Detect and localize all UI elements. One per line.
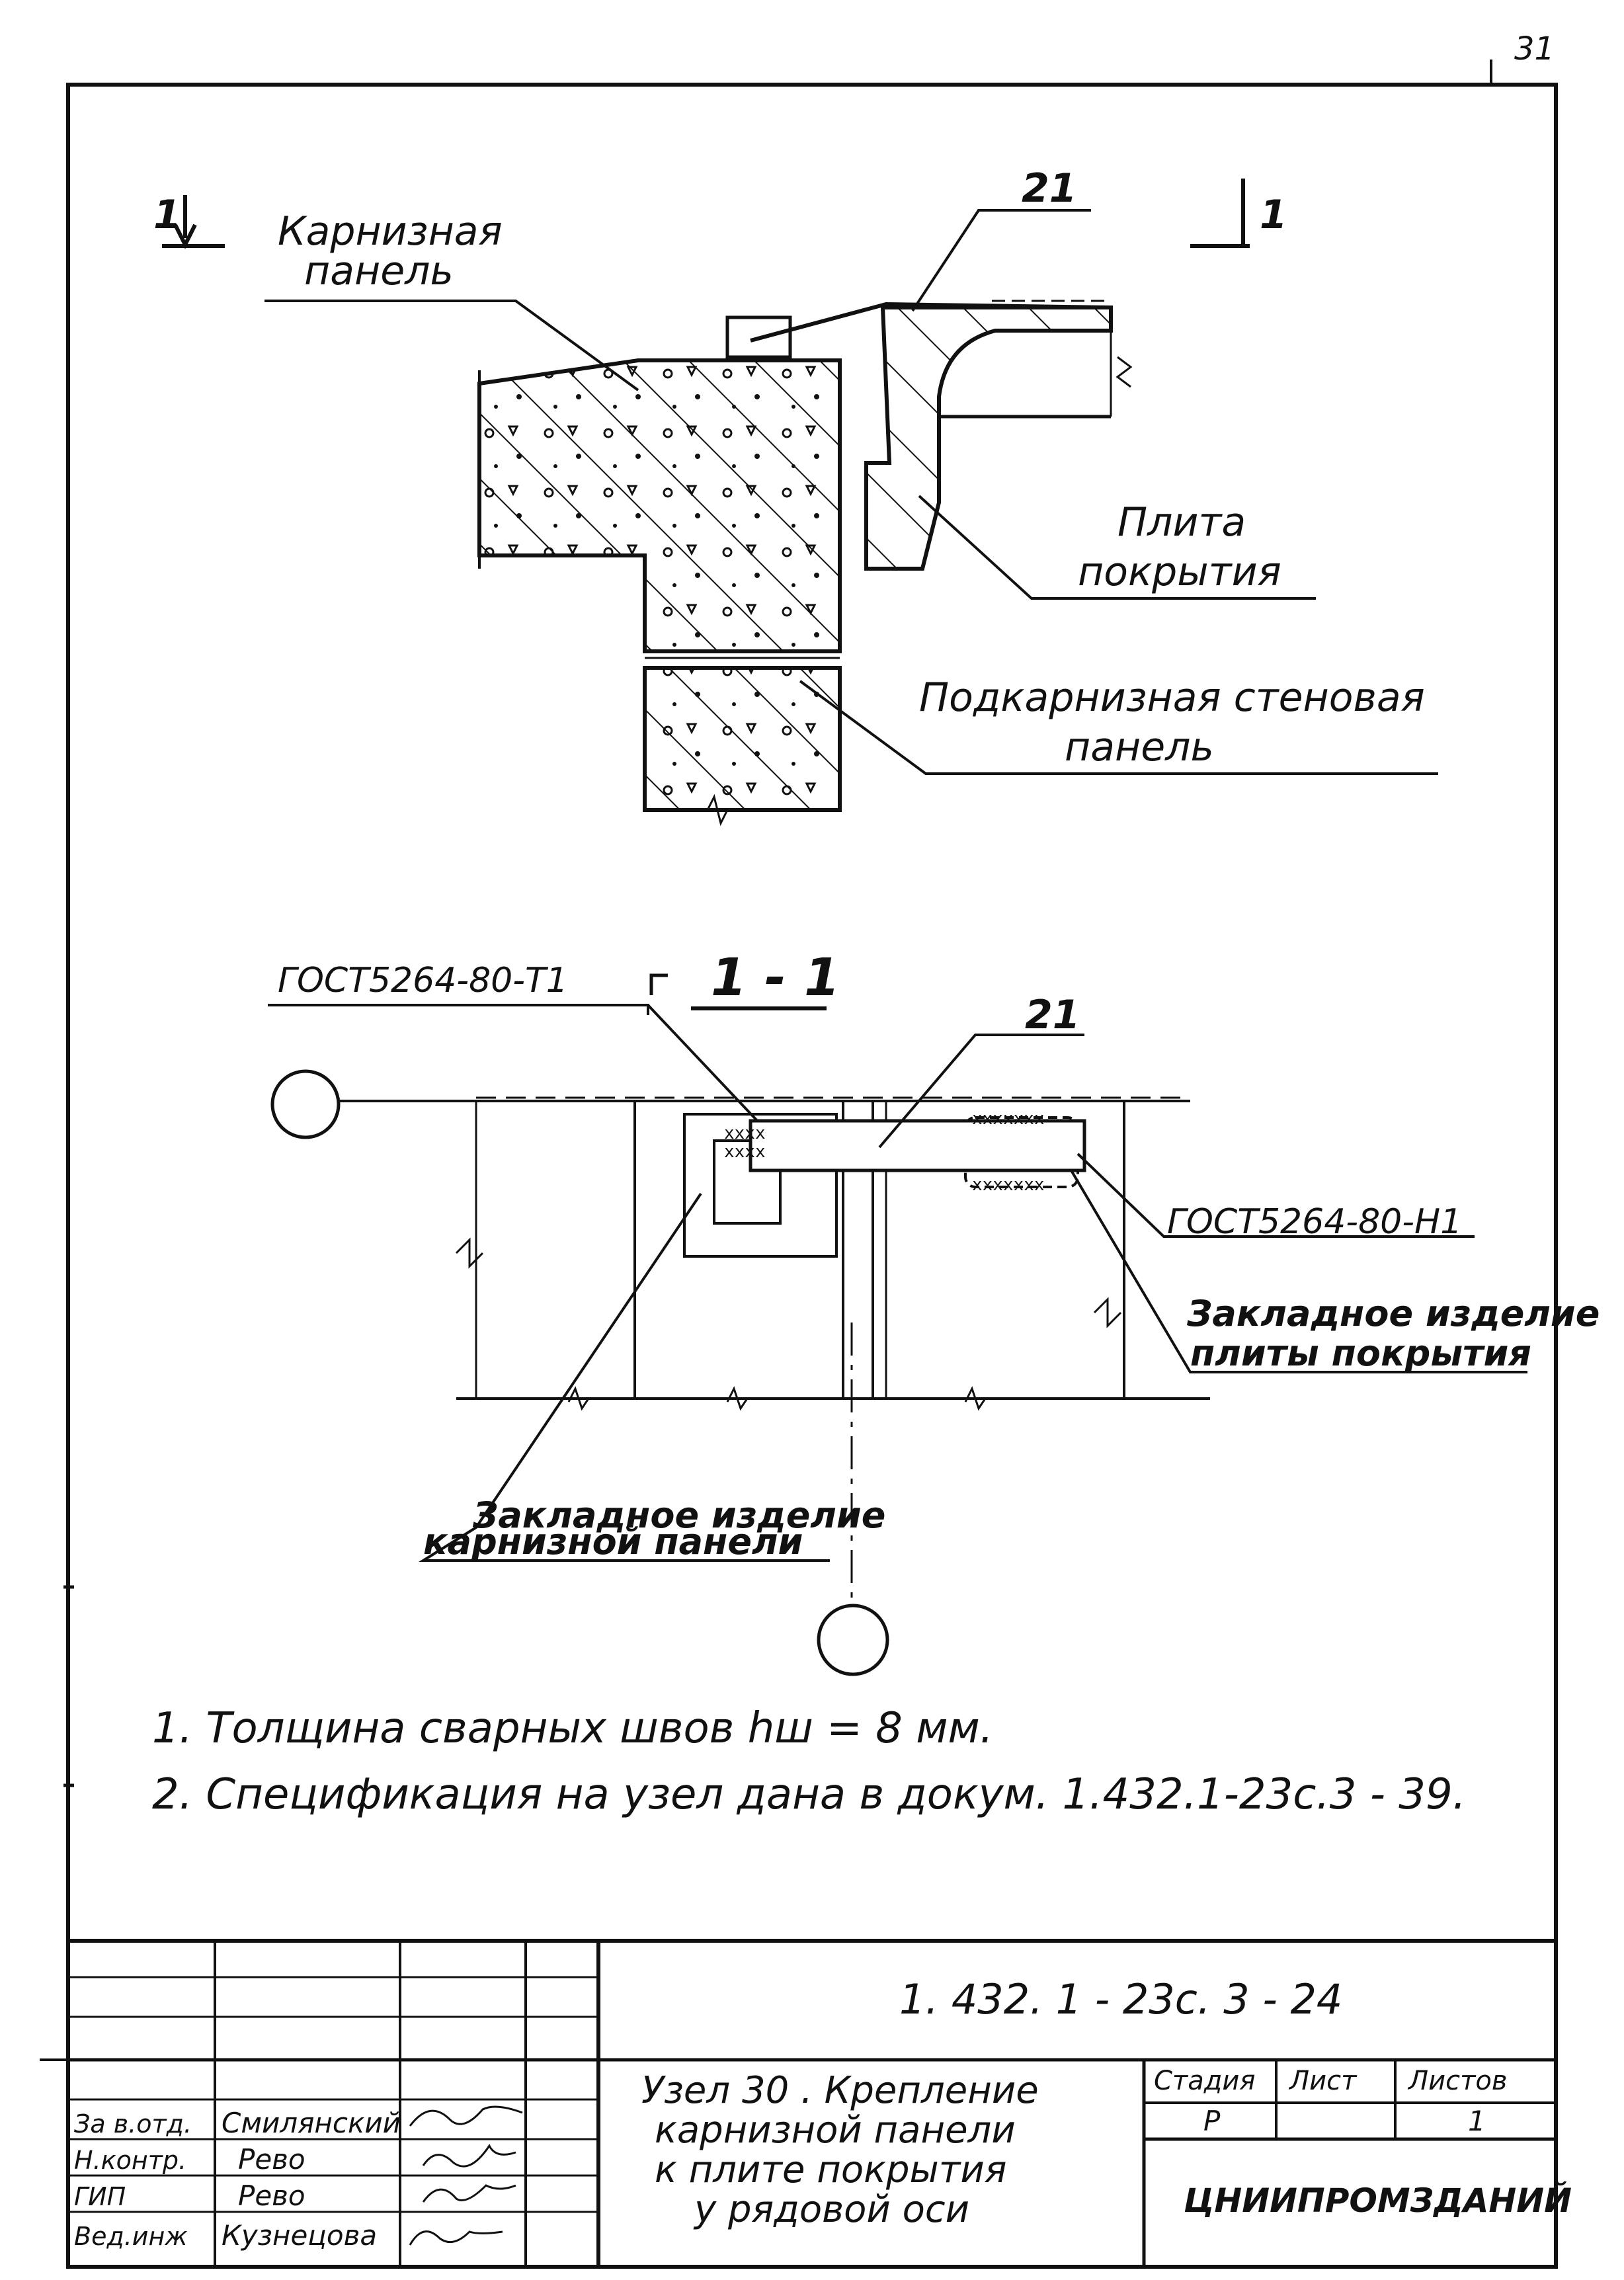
stage-value: Р bbox=[1203, 2105, 1221, 2137]
label-roof-slab-1: Плита bbox=[1117, 499, 1246, 546]
title-line-4: у рядовой оси bbox=[693, 2188, 969, 2231]
organization: ЦНИИПРОМЗДАНИЙ bbox=[1184, 2181, 1572, 2220]
signatures bbox=[409, 2105, 523, 2246]
title-line-2: карнизной панели bbox=[655, 2109, 1016, 2152]
svg-text:xxxxxxx: xxxxxxx bbox=[972, 1109, 1045, 1129]
staff-role-1: За в.отд. bbox=[74, 2109, 192, 2138]
svg-text:1 - 1: 1 - 1 bbox=[711, 948, 840, 1008]
plate-21 bbox=[749, 1119, 1086, 1172]
frame bbox=[66, 83, 1558, 2269]
title-line-1: Узел 30 . Крепление bbox=[641, 2069, 1039, 2112]
staff-role-2: Н.контр. bbox=[74, 2146, 186, 2175]
staff-name-3: Рево bbox=[238, 2179, 305, 2212]
label-embedded-slab-1: Закладное изделие bbox=[1186, 1293, 1600, 1334]
svg-text:xxxx: xxxx bbox=[724, 1123, 766, 1143]
page-number: 31 bbox=[1514, 30, 1555, 67]
title-block bbox=[40, 1939, 1556, 2267]
section-title: 1 - 1 bbox=[649, 948, 840, 1010]
note-1: 1. Толщина сварных швов hш = 8 мм. bbox=[152, 1704, 993, 1753]
staff-name-1: Смилянский bbox=[222, 2107, 401, 2139]
label-embedded-eave-2: карнизной панели bbox=[423, 1521, 803, 1563]
staff-name-2: Рево bbox=[238, 2143, 305, 2176]
label-item-21-upper: 21 bbox=[1022, 165, 1077, 212]
label-embedded-slab-2: плиты покрытия bbox=[1190, 1332, 1531, 1374]
axis-marker-left bbox=[270, 1069, 341, 1139]
staff-role-3: ГИП bbox=[74, 2182, 126, 2211]
label-gost-h1: ГОСТ5264-80-Н1 bbox=[1167, 1202, 1462, 1242]
staff-name-4: Кузнецова bbox=[222, 2219, 377, 2252]
note-2: 2. Спецификация на узел дана в докум. 1.… bbox=[152, 1770, 1466, 1819]
label-eave-panel-1: Карнизная bbox=[278, 208, 503, 255]
label-under-eave-1: Подкарнизная стеновая bbox=[919, 674, 1425, 721]
label-item-21-plan: 21 bbox=[1025, 992, 1080, 1038]
axis-marker-bottom bbox=[817, 1604, 889, 1676]
label-gost-t1: ГОСТ5264-80-Т1 bbox=[278, 961, 568, 1000]
staff-role-4: Вед.инж bbox=[74, 2222, 188, 2251]
roof-slab bbox=[864, 305, 1113, 571]
label-roof-slab-2: покрытия bbox=[1078, 549, 1281, 595]
label-under-eave-2: панель bbox=[1065, 724, 1214, 770]
svg-text:1: 1 bbox=[1260, 192, 1287, 238]
sheet-header: Лист bbox=[1288, 2066, 1358, 2096]
title-line-3: к плите покрытия bbox=[655, 2148, 1006, 2191]
doc-code: 1. 432. 1 - 23с. 3 - 24 bbox=[899, 1975, 1342, 2023]
svg-text:xxxx: xxxx bbox=[724, 1142, 766, 1162]
sheets-value: 1 bbox=[1468, 2105, 1486, 2137]
sheets-header: Листов bbox=[1407, 2066, 1507, 2096]
section-mark-left: 1 bbox=[153, 192, 225, 249]
label-eave-panel-2: панель bbox=[304, 248, 454, 294]
section-mark-right: 1 bbox=[1190, 179, 1287, 248]
svg-text:xxxxxxx: xxxxxxx bbox=[972, 1175, 1045, 1195]
stage-header: Стадия bbox=[1154, 2066, 1255, 2096]
label-embedded-eave-1: Закладное изделие bbox=[472, 1494, 885, 1536]
